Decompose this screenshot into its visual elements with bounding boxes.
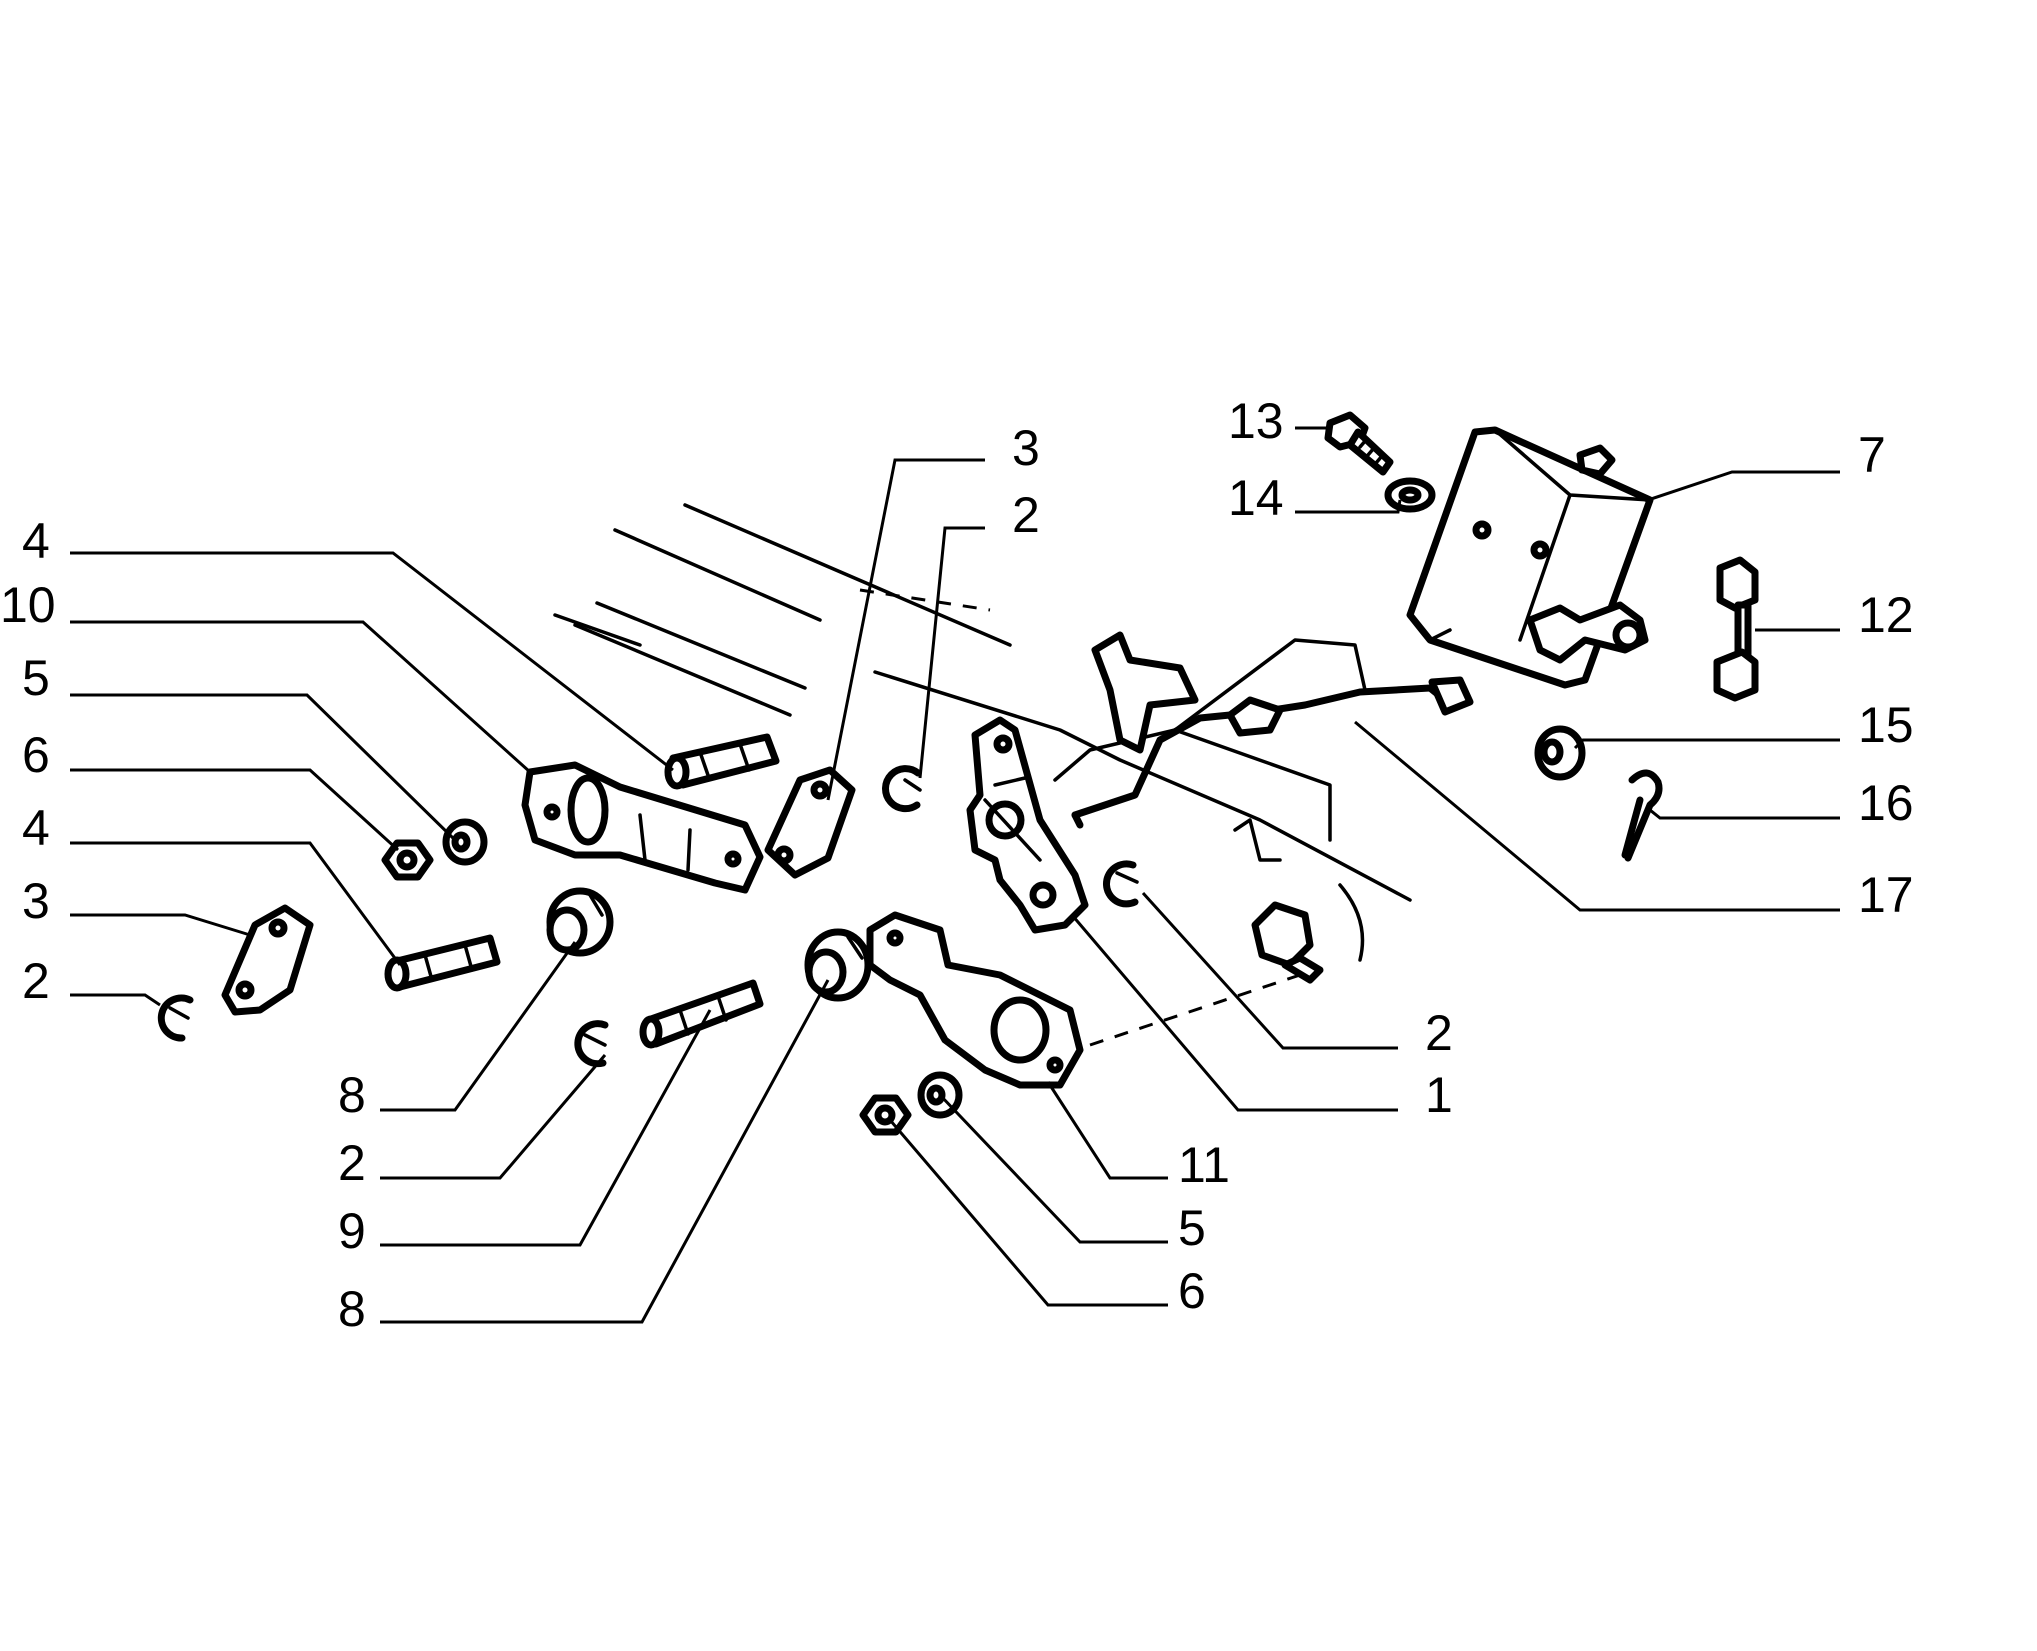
label-9: 9 xyxy=(338,1203,366,1259)
label-1: 1 xyxy=(1425,1067,1453,1123)
bushing-8-lower xyxy=(804,928,872,1002)
label-2-left: 2 xyxy=(22,953,50,1009)
cotter-pin-16 xyxy=(1621,769,1663,862)
label-3-top: 3 xyxy=(1012,420,1040,476)
linkage-rod-17 xyxy=(1071,676,1474,829)
label-8-upper: 8 xyxy=(338,1067,366,1123)
label-5-bottom: 5 xyxy=(1178,1200,1206,1256)
e-clip-2-middle xyxy=(574,1020,609,1068)
label-10: 10 xyxy=(0,577,56,633)
bushing-8-upper xyxy=(546,887,614,957)
label-3-left: 3 xyxy=(22,873,50,929)
link-bar-10 xyxy=(521,761,764,894)
nut-6-upper xyxy=(381,839,434,881)
label-11: 11 xyxy=(1178,1137,1230,1193)
label-7: 7 xyxy=(1858,427,1886,483)
label-6-bottom: 6 xyxy=(1178,1263,1206,1319)
e-clip-2-left xyxy=(157,994,194,1042)
body-structure xyxy=(553,503,1412,1047)
pin-4-lower xyxy=(384,934,501,992)
plate-3-lower xyxy=(221,904,314,1016)
bolt-13 xyxy=(1324,411,1394,476)
label-2-middle: 2 xyxy=(338,1135,366,1191)
e-clip-2-right xyxy=(1103,860,1139,908)
label-2-right: 2 xyxy=(1425,1005,1453,1061)
grommet-15 xyxy=(1534,725,1586,781)
label-15: 15 xyxy=(1858,697,1914,753)
plate-3-upper xyxy=(764,766,856,879)
label-13: 13 xyxy=(1228,393,1284,449)
label-5-left: 5 xyxy=(22,650,50,706)
washer-14 xyxy=(1384,477,1436,513)
link-bar-11 xyxy=(866,911,1084,1089)
label-14: 14 xyxy=(1228,470,1284,526)
leader-lines xyxy=(70,426,1840,1324)
label-17: 17 xyxy=(1858,867,1914,923)
label-12: 12 xyxy=(1858,587,1914,643)
label-6-left: 6 xyxy=(22,727,50,783)
fuse-12 xyxy=(1713,556,1759,702)
label-4-lower: 4 xyxy=(22,800,50,856)
washer-5-upper xyxy=(442,818,488,866)
crank-lever-1 xyxy=(966,716,1089,934)
wiper-motor-7 xyxy=(1406,426,1654,689)
part-labels: 4 10 5 6 4 3 2 8 2 9 8 3 2 2 1 11 5 6 13… xyxy=(0,393,1914,1337)
e-clip-2-upper xyxy=(882,765,922,813)
nut-6-lower xyxy=(859,1094,912,1136)
pin-4-upper xyxy=(664,733,780,790)
label-16: 16 xyxy=(1858,775,1914,831)
label-2-top: 2 xyxy=(1012,487,1040,543)
label-8-lower: 8 xyxy=(338,1281,366,1337)
pin-9 xyxy=(639,979,764,1049)
label-4-upper: 4 xyxy=(22,513,50,569)
